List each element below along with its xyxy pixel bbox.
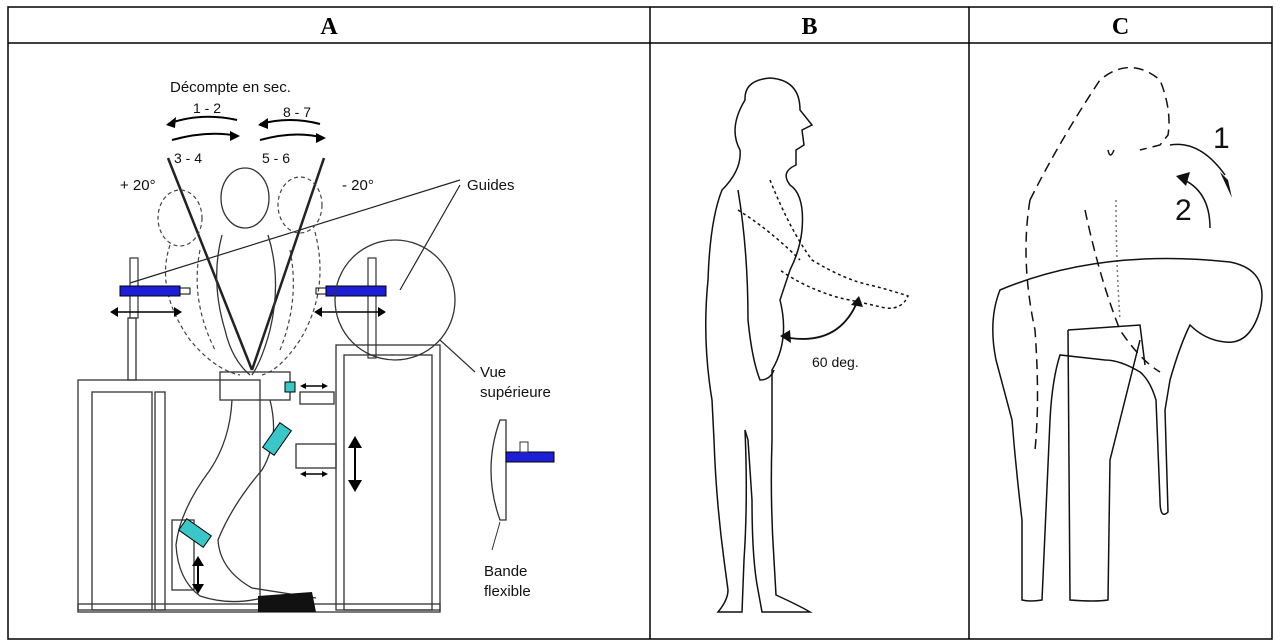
band-label-line2: flexible — [484, 583, 531, 600]
arrow-right-1 — [172, 134, 238, 140]
top-view-band — [491, 420, 506, 520]
count-label-5-6: 5 - 6 — [262, 150, 290, 166]
panel-title-c: C — [969, 14, 1272, 41]
upright-head-outline — [217, 168, 276, 375]
guides-pointer-left — [130, 180, 460, 283]
guides-label: Guides — [467, 177, 515, 194]
count-label-3-4: 3 - 4 — [174, 150, 202, 166]
arm-outline — [738, 190, 774, 380]
torso-start-dashed — [1030, 68, 1169, 201]
countdown-title: Décompte en sec. — [170, 79, 291, 96]
top-view-label-line2: supérieure — [480, 384, 551, 401]
angle-label-left: + 20° — [120, 177, 156, 194]
bent-figure-outline — [993, 259, 1262, 602]
angle-label-right: - 20° — [342, 177, 374, 194]
arrow-right-2 — [260, 134, 324, 140]
raised-arm-outline — [770, 180, 908, 308]
foot-block — [258, 592, 316, 612]
band-label-line1: Bande — [484, 563, 527, 580]
arrowhead-left-1 — [166, 117, 176, 128]
count-label-1-2: 1 - 2 — [193, 100, 221, 116]
tilt-line-right — [252, 158, 324, 370]
count-label-8-7: 8 - 7 — [283, 104, 311, 120]
angle-label-60: 60 deg. — [812, 354, 859, 370]
tilt-line-left — [168, 158, 252, 370]
tilted-body-outlines — [158, 177, 322, 375]
arrowhead-left-2 — [258, 118, 268, 129]
standing-figure-outline — [706, 78, 812, 612]
arrow-left-2 — [260, 120, 320, 124]
panel-a-diagram: Décompte en sec. 1 - 2 3 - 4 8 - 7 5 - 6… — [78, 79, 554, 612]
guide-bar-left — [120, 286, 180, 296]
guides-pointer-right — [400, 185, 460, 290]
top-view-label-line1: Vue — [480, 364, 506, 381]
arrowhead-right-2 — [316, 133, 326, 143]
guide-post-right — [368, 258, 376, 358]
step-label-1: 1 — [1213, 122, 1230, 155]
arrowhead-right-1 — [230, 131, 240, 141]
panel-b-diagram — [706, 78, 908, 612]
detail-circle — [335, 240, 455, 360]
knee-pad-lower — [179, 519, 212, 548]
step-label-2: 2 — [1175, 194, 1192, 227]
hip-pad — [285, 382, 295, 392]
knee-pad-upper — [263, 423, 292, 456]
panel-title-b: B — [650, 14, 969, 41]
angle-arc — [790, 300, 858, 339]
arrow-left-1 — [168, 117, 237, 124]
top-view-guide-bar — [506, 452, 554, 462]
panel-title-a: A — [8, 14, 650, 41]
